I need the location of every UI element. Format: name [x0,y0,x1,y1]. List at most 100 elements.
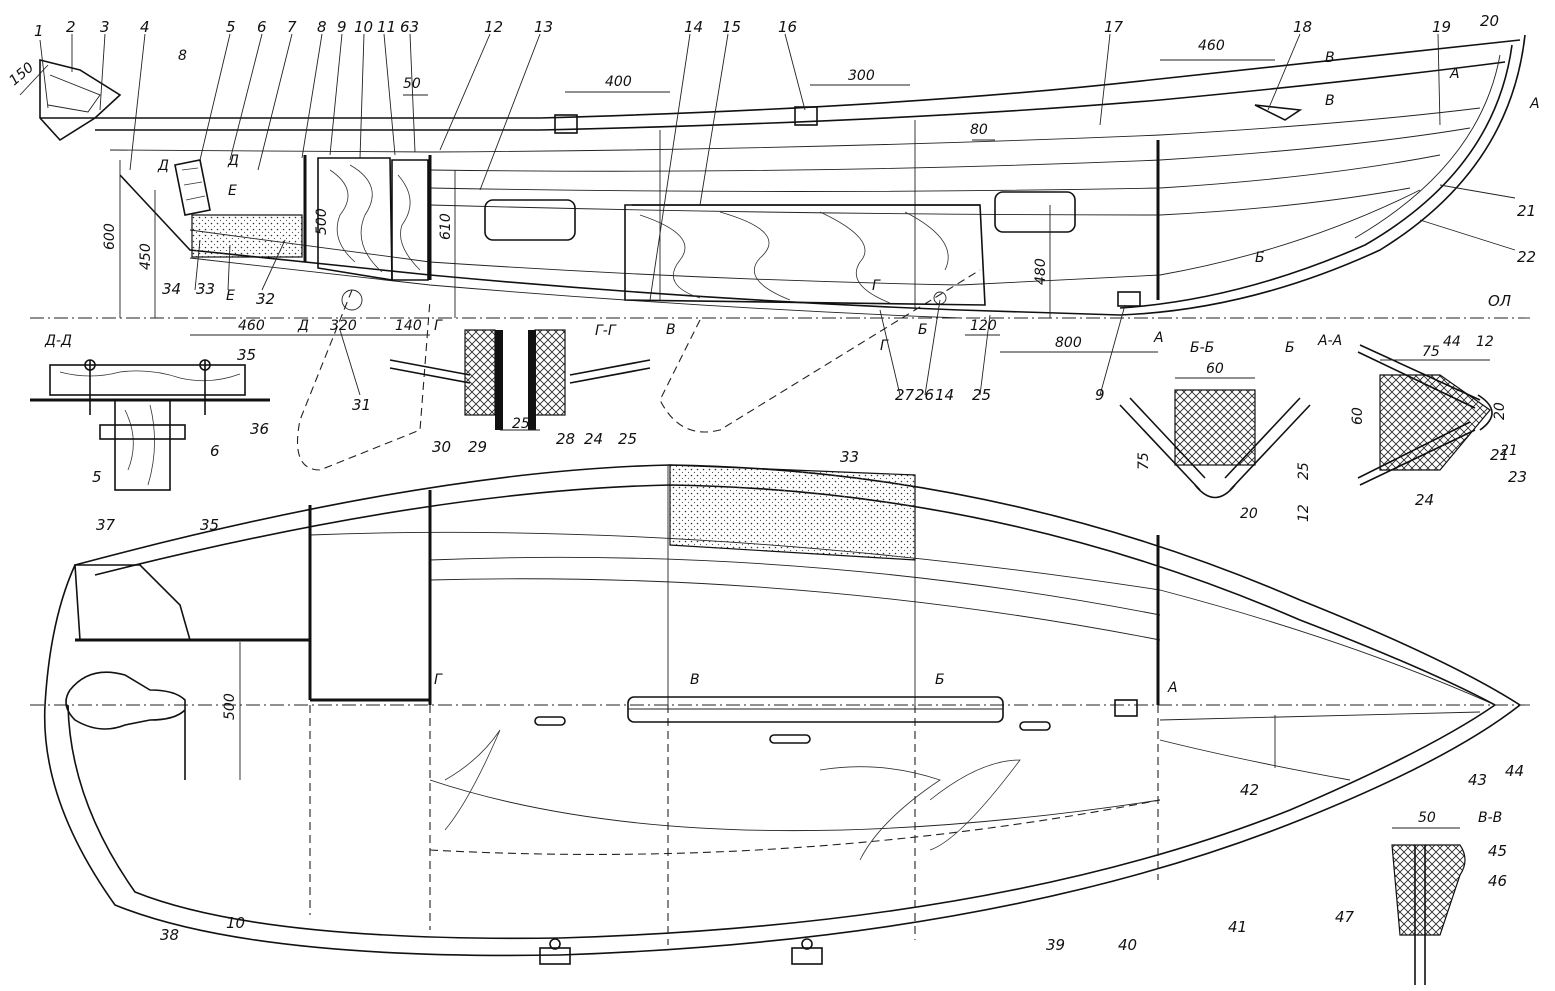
callout: 29 [468,438,487,456]
window-fwd [994,191,1076,233]
dimension: 140 [395,318,422,334]
section-title: Д-Д [44,333,72,349]
dimension: 480 [1033,258,1049,285]
window-aft [484,199,576,241]
marker: Б [918,322,928,338]
callout: 23 [1508,468,1527,486]
callout: 36 [250,420,269,438]
side-elevation [19,33,1530,471]
marker: Г [434,672,443,688]
marker: Д [227,153,239,169]
callout: 4 [140,18,150,36]
callout: 41 [1228,918,1247,936]
callout: 24 [1415,491,1434,509]
dimension: 460 [1198,38,1225,54]
callout: 33 [840,448,859,466]
dimension: 21 [1500,443,1518,459]
sheer-line [40,39,1521,119]
centreboard [296,289,431,471]
callout: 35 [237,346,256,364]
marker: А [1153,330,1164,346]
callout: 25 [972,386,991,404]
callout: 35 [200,516,219,534]
callout: 27 [895,386,915,404]
foam-block [191,214,303,258]
callout: 8 [317,18,327,36]
callout: 63 [400,18,419,36]
dimension: 8 [178,48,187,64]
callout: 19 [1432,18,1451,36]
dimension: 20 [1240,506,1258,522]
dimension: 60 [1206,361,1224,377]
callout: 7 [287,18,297,36]
marker: В [666,322,676,338]
callout: 42 [1240,781,1259,799]
plan-view [30,464,1530,965]
marker: Д [297,318,309,334]
dimension: 320 [330,318,357,334]
callout: 20 [1480,12,1499,30]
callout: 1 [34,22,44,40]
dimension: 80 [970,122,988,138]
marker: А [1449,66,1460,82]
callout: 21 [1517,202,1536,220]
marker: Г [434,318,443,334]
dimension: 12 [1476,334,1494,350]
marker: Б [935,672,945,688]
callout: 5 [92,468,102,486]
marker: Б [1285,340,1295,356]
callout: 28 [556,430,575,448]
callout: 26 [915,386,934,404]
tiller [69,671,186,780]
marker: Г [880,338,889,354]
callout: 6 [257,18,267,36]
section-a-a [1357,344,1493,486]
callout: 31 [352,396,371,414]
callout: 9 [1095,386,1105,404]
dimension: 500 [222,693,238,720]
callout: 21 [1490,446,1509,464]
foam-buoyancy [669,464,916,561]
section-title: В-В [1478,810,1502,826]
callout: 40 [1118,936,1137,954]
dimension: 400 [605,74,632,90]
callout: 14 [935,386,954,404]
section-title: Г-Г [595,323,617,339]
section-title: Б-Б [1190,340,1214,356]
callout: 46 [1488,872,1507,890]
callout: 18 [1293,18,1312,36]
callout: 47 [1335,908,1355,926]
trunk-plan [627,696,1004,723]
dimension: 50 [403,76,421,92]
section-labels: Д-Д Г-Г Б-Б А-А В-В [44,323,1502,826]
marker: Б [1255,250,1265,266]
dimension: 120 [970,318,997,334]
dimension: 500 [314,208,330,235]
callout: 37 [96,516,116,534]
callout: 45 [1488,842,1507,860]
callout: 17 [1104,18,1124,36]
callout: 12 [484,18,503,36]
callout: 13 [534,18,553,36]
callout: 38 [160,926,179,944]
marker: В [690,672,700,688]
waterline-label: ОЛ [1488,292,1511,310]
dimension: 460 [238,318,265,334]
marker-labels: Д Д Е Е Г В Б А Г В Б А Б В В А А Г Д Б … [157,50,1540,696]
callout: 11 [377,18,396,36]
callout: 15 [722,18,741,36]
marker: Е [228,183,237,199]
section-title: А-А [1317,333,1342,349]
marker: Д [157,158,169,174]
dimension: 20 [1492,402,1508,420]
gunwale-line [95,61,1506,131]
dimension: 60 [1350,407,1366,425]
transom [39,58,122,142]
dimension: 800 [1055,335,1082,351]
marker: Г [872,278,881,294]
callout: 9 [337,18,347,36]
dimension: 150 [6,60,37,89]
callout: 43 [1468,771,1487,789]
marker: В [1325,50,1335,66]
